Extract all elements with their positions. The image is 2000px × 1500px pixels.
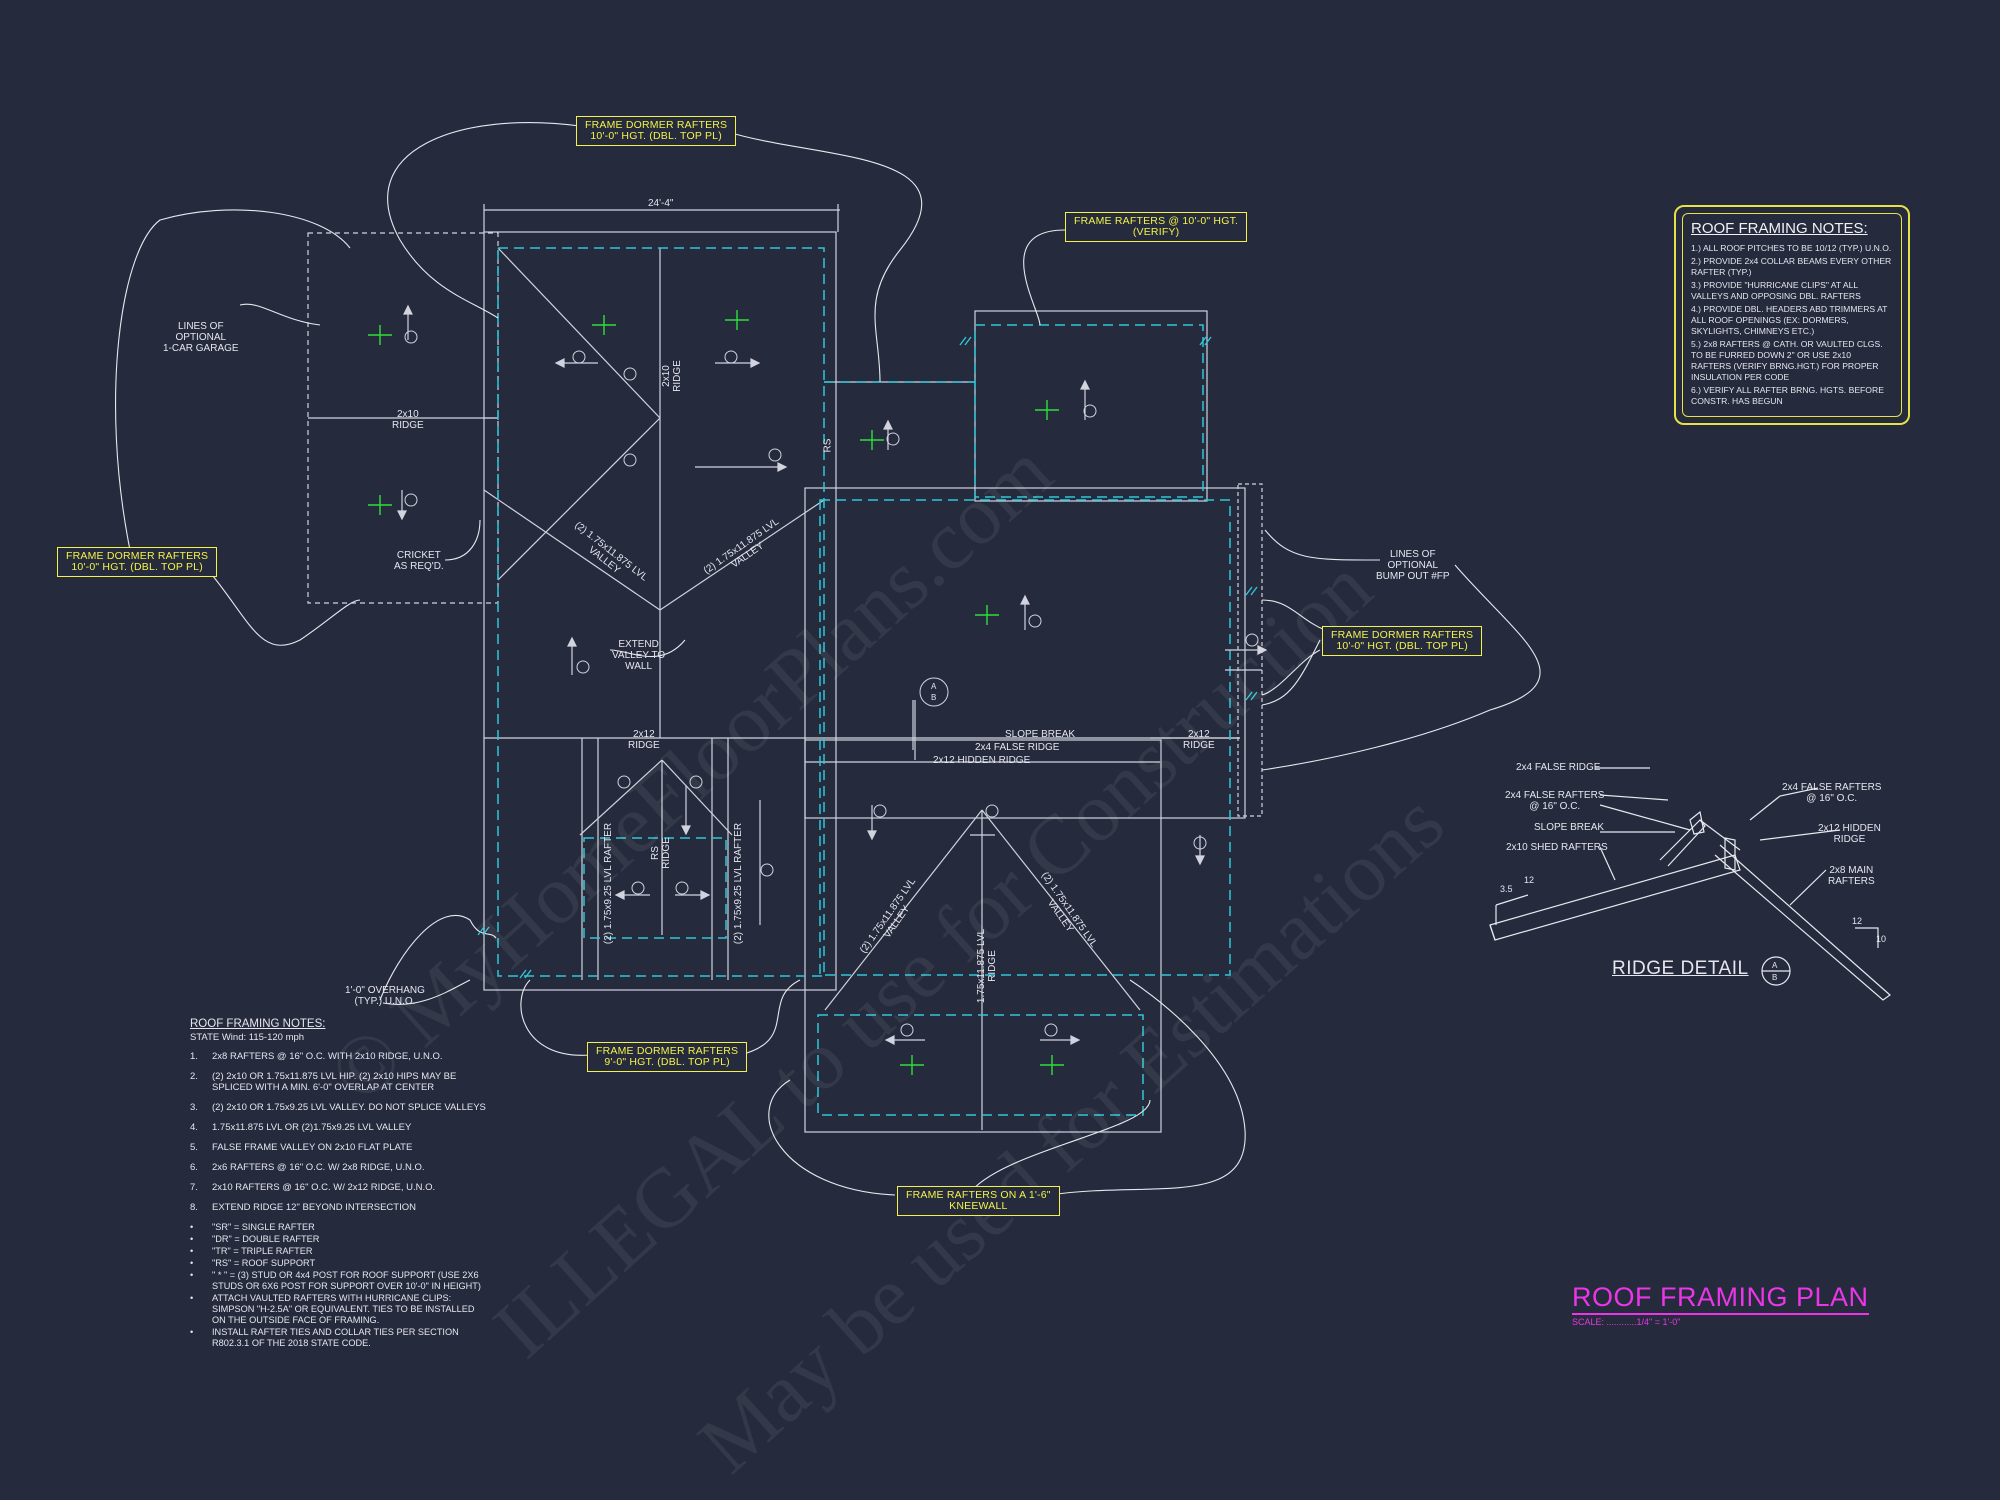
legend-item: 2.(2) 2x10 OR 1.75x11.875 LVL HIP. (2) 2… <box>190 1071 457 1093</box>
rd-pitch-b: 12 <box>1852 916 1863 926</box>
false-ridge-label: 2x4 FALSE RIDGE <box>975 742 1060 753</box>
extend-valley-label: EXTEND VALLEY TO WALL <box>612 639 666 672</box>
tag-dormer-top: FRAME DORMER RAFTERS 10'-0" HGT. (DBL. T… <box>576 116 737 146</box>
hidden-ridge-label: 2x12 HIDDEN RIDGE <box>933 755 1031 766</box>
rd-pitch-a2: 12 <box>1524 875 1535 885</box>
section-tag-b: B <box>931 693 937 702</box>
plan-title: ROOF FRAMING PLAN <box>1572 1282 1869 1315</box>
ridge-label-b: 2x10 RIDGE <box>660 360 683 392</box>
garage-label: LINES OF OPTIONAL 1-CAR GARAGE <box>163 321 239 354</box>
legend-bullet: •"RS" = ROOF SUPPORT <box>190 1258 316 1268</box>
legend-item: 1.2x8 RAFTERS @ 16" O.C. WITH 2x10 RIDGE… <box>190 1051 443 1062</box>
cricket-label: CRICKET AS REQ'D. <box>394 550 444 572</box>
ridge-label-a: 2x10 RIDGE <box>392 409 424 431</box>
rd-false-ridge: 2x4 FALSE RIDGE <box>1516 762 1601 773</box>
rd-pitch-a: 3.5 <box>1500 884 1513 894</box>
rd-false-rafters-b: 2x4 FALSE RAFTERS @ 16" O.C. <box>1782 782 1882 804</box>
ridge-2x12-a: 2x12 RIDGE <box>628 729 660 751</box>
legend-bullet: •ATTACH VAULTED RAFTERS WITH HURRICANE C… <box>190 1293 475 1325</box>
legend-item: 5.FALSE FRAME VALLEY ON 2x10 FLAT PLATE <box>190 1142 413 1153</box>
tag-dormer-left: FRAME DORMER RAFTERS 10'-0" HGT. (DBL. T… <box>57 547 218 577</box>
ridge-2x12-b: 2x12 RIDGE <box>1183 729 1215 751</box>
legend-item: 7.2x10 RAFTERS @ 16" O.C. W/ 2x12 RIDGE,… <box>190 1182 436 1193</box>
lvl-ridge-label: 1.75x11.875 LVL RIDGE <box>976 928 999 1004</box>
legend-item: 8.EXTEND RIDGE 12" BEYOND INTERSECTION <box>190 1202 416 1213</box>
dimension-top: 24'-4" <box>648 198 674 209</box>
legend-title: ROOF FRAMING NOTES: <box>190 1018 326 1030</box>
center-outline <box>804 487 1246 819</box>
plan-scale: SCALE: ............1/4" = 1'-0" <box>1572 1317 1681 1327</box>
legend-item: 6.2x6 RAFTERS @ 16" O.C. W/ 2x8 RIDGE, U… <box>190 1162 425 1173</box>
roof-note-5: 5.) 2x8 RAFTERS @ CATH. OR VAULTED CLGS.… <box>1691 339 1883 382</box>
lvl-rafter-a: (2) 1.75x9.25 LVL RAFTER <box>603 822 615 945</box>
overhang-label: 1'-0" OVERHANG (TYP.) U.N.O. <box>345 985 425 1007</box>
lvl-rafter-b: (2) 1.75x9.25 LVL RAFTER <box>733 822 745 945</box>
legend-bullet: •INSTALL RAFTER TIES AND COLLAR TIES PER… <box>190 1327 459 1348</box>
ridge-detail-title: RIDGE DETAIL <box>1612 958 1749 979</box>
roof-notes-box: ROOF FRAMING NOTES: 1.) ALL ROOF PITCHES… <box>1674 205 1910 425</box>
rs-label: RS <box>822 438 834 453</box>
rd-false-rafters-a: 2x4 FALSE RAFTERS @ 16" O.C. <box>1505 790 1605 812</box>
tag-dormer-right: FRAME DORMER RAFTERS 10'-0" HGT. (DBL. T… <box>1322 626 1483 656</box>
rd-slope-break: SLOPE BREAK <box>1534 822 1605 833</box>
legend-bullet: •"TR" = TRIPLE RAFTER <box>190 1246 313 1256</box>
legend-item: 4.1.75x11.875 LVL OR (2)1.75x9.25 LVL VA… <box>190 1122 412 1133</box>
title-block: ROOF FRAMING PLAN SCALE: ............1/4… <box>1572 1282 1869 1327</box>
rd-hidden-ridge: 2x12 HIDDEN RIDGE <box>1818 823 1881 845</box>
tag-rafters-right: FRAME RAFTERS @ 10'-0" HGT. (VERIFY) <box>1065 212 1248 242</box>
legend-subtitle: STATE Wind: 115-120 mph <box>190 1032 305 1043</box>
garage-outline <box>307 232 499 604</box>
right-upper-outline <box>974 310 1208 502</box>
tag-kneewall: FRAME RAFTERS ON A 1'-6" KNEEWALL <box>897 1186 1060 1216</box>
bump-out-label: LINES OF OPTIONAL BUMP OUT #FP <box>1376 549 1450 582</box>
legend-bullet: •" * " = (3) STUD OR 4x4 POST FOR ROOF S… <box>190 1270 481 1291</box>
ridge-detail-tag-b: B <box>1772 973 1778 982</box>
ridge-detail-tag-a: A <box>1772 961 1778 970</box>
legend-bullet: •"SR" = SINGLE RAFTER <box>190 1222 315 1232</box>
legend-item: 3.(2) 2x10 OR 1.75x9.25 LVL VALLEY. DO N… <box>190 1102 486 1113</box>
tag-dormer-bottom: FRAME DORMER RAFTERS 9'-0" HGT. (DBL. TO… <box>587 1042 748 1072</box>
roof-note-4: 4.) PROVIDE DBL. HEADERS ABD TRIMMERS AT… <box>1691 304 1888 336</box>
slope-break-label: SLOPE BREAK <box>1005 729 1076 740</box>
roof-note-6: 6.) VERIFY ALL RAFTER BRNG. HGTS. BEFORE… <box>1691 385 1884 406</box>
bottom-right-outline <box>804 739 1162 1133</box>
rd-main-rafters: 2x8 MAIN RAFTERS <box>1828 865 1875 887</box>
section-tag-a: A <box>931 682 937 691</box>
rd-shed-rafters: 2x10 SHED RAFTERS <box>1506 842 1608 853</box>
left-wing-outline <box>483 231 837 991</box>
rd-pitch-b2: 10 <box>1876 934 1887 944</box>
legend-bullet: •"DR" = DOUBLE RAFTER <box>190 1234 320 1244</box>
roof-note-1: 1.) ALL ROOF PITCHES TO BE 10/12 (TYP.) … <box>1691 243 1892 253</box>
roof-notes-title: ROOF FRAMING NOTES: <box>1691 220 1868 237</box>
roof-note-2: 2.) PROVIDE 2x4 COLLAR BEAMS EVERY OTHER… <box>1691 256 1892 277</box>
rs-ridge-label: RS RIDGE <box>649 837 672 869</box>
roof-note-3: 3.) PROVIDE "HURRICANE CLIPS" AT ALL VAL… <box>1691 280 1861 301</box>
framing-legend: ROOF FRAMING NOTES: STATE Wind: 115-120 … <box>190 1018 490 1350</box>
